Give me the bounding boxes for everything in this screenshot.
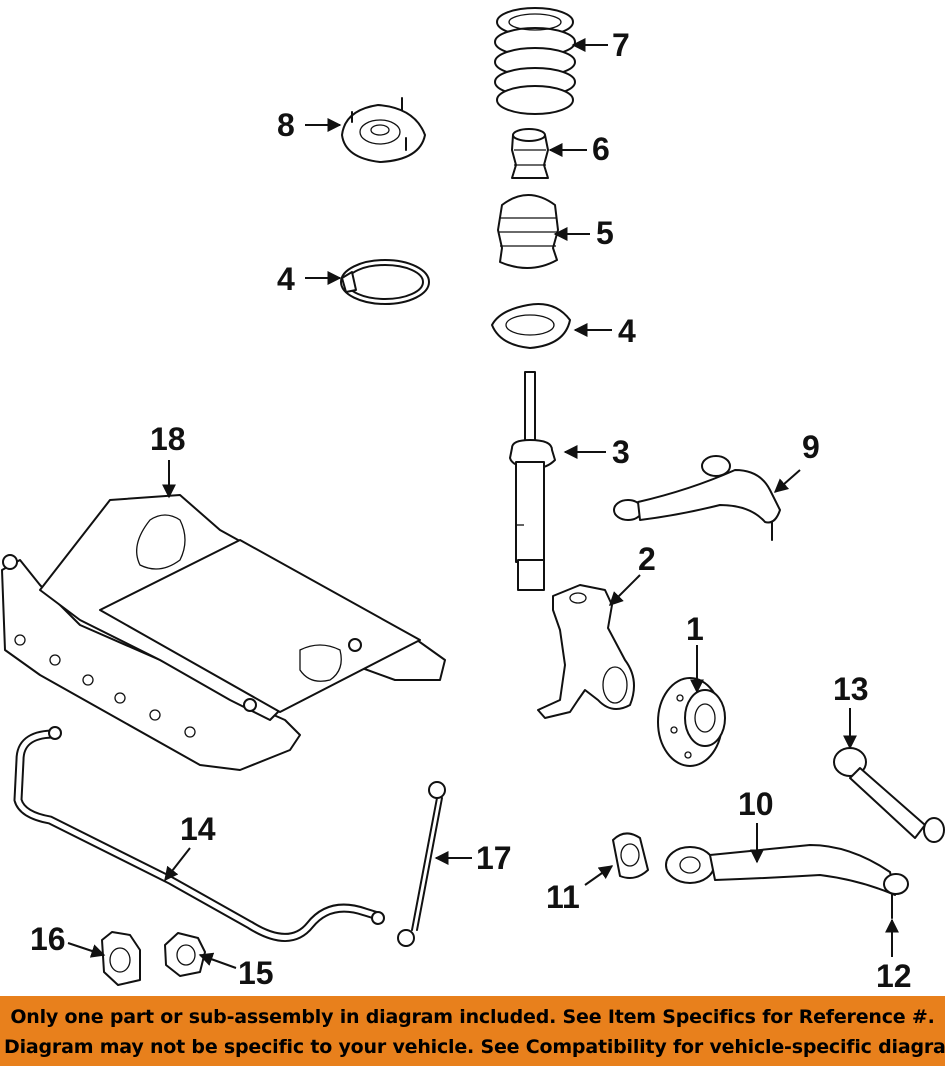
disclaimer-banner: Only one part or sub-assembly in diagram… xyxy=(0,996,945,1066)
arrow-2 xyxy=(609,574,641,606)
callout-10: 10 xyxy=(738,786,774,822)
strut-assembly xyxy=(509,371,556,591)
callout-5: 5 xyxy=(596,215,614,251)
strut-mount xyxy=(341,97,426,163)
lower-control-arm xyxy=(665,844,909,896)
callout-17: 17 xyxy=(476,840,512,876)
control-arm-bushing xyxy=(612,832,649,879)
callout-14: 14 xyxy=(180,811,216,847)
callout-16: 16 xyxy=(30,921,66,957)
arrow-11 xyxy=(584,865,614,886)
spring-seat xyxy=(491,303,571,349)
stabilizer-bar xyxy=(13,726,385,942)
bump-stop xyxy=(511,128,549,179)
arrow-14 xyxy=(164,847,191,882)
sway-bar-bushing xyxy=(164,932,206,977)
suspension-diagram: 7 8 6 5 4 4 3 9 18 2 1 13 10 14 17 11 12… xyxy=(1,7,945,994)
callout-7: 7 xyxy=(612,27,630,63)
spring-isolator-ring xyxy=(340,259,430,305)
stabilizer-link xyxy=(397,781,446,947)
callout-15: 15 xyxy=(238,955,274,991)
disclaimer-line-1: Only one part or sub-assembly in diagram… xyxy=(10,1006,935,1028)
arrow-9 xyxy=(773,469,801,493)
callout-3: 3 xyxy=(612,434,630,470)
callout-4-seat: 4 xyxy=(618,313,636,349)
callout-13: 13 xyxy=(833,671,869,707)
arrow-15 xyxy=(198,952,237,969)
callout-arrows xyxy=(67,38,899,969)
callout-4-ring: 4 xyxy=(277,261,295,297)
callout-9: 9 xyxy=(802,429,820,465)
callout-11: 11 xyxy=(546,879,580,915)
callout-2: 2 xyxy=(638,541,656,577)
coil-spring xyxy=(494,7,576,115)
arrow-16 xyxy=(67,942,106,958)
callout-1: 1 xyxy=(686,611,704,647)
bushing-bracket xyxy=(101,931,141,986)
callout-6: 6 xyxy=(592,131,610,167)
upper-control-arm xyxy=(613,455,781,541)
disclaimer-line-2: Diagram may not be specific to your vehi… xyxy=(4,1036,945,1058)
dust-boot xyxy=(497,194,559,269)
callout-12: 12 xyxy=(876,958,912,994)
tension-strut xyxy=(833,747,945,843)
callout-18: 18 xyxy=(150,421,186,457)
callout-labels: 7 8 6 5 4 4 3 9 18 2 1 13 10 14 17 11 12… xyxy=(30,27,912,994)
wheel-hub xyxy=(657,677,726,767)
callout-8: 8 xyxy=(277,107,295,143)
crossmember xyxy=(1,494,446,771)
steering-knuckle xyxy=(537,584,635,719)
